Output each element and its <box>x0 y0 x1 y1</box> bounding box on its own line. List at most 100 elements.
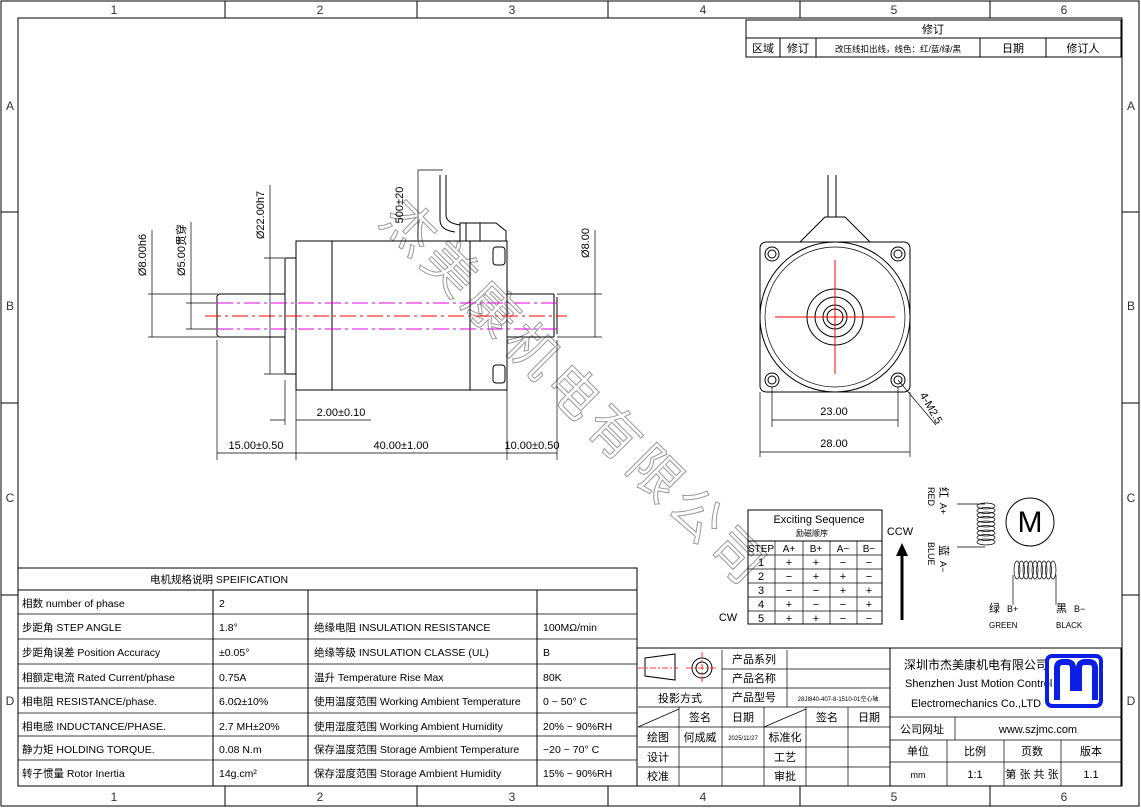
spec-cell: 14g.cm² <box>219 768 257 780</box>
projection-symbol-icon <box>638 652 718 684</box>
svg-text:投影方式: 投影方式 <box>658 691 702 705</box>
sequence-cell: − <box>840 613 846 625</box>
svg-text:版本: 版本 <box>1080 744 1102 758</box>
svg-text:单位: 单位 <box>907 744 929 758</box>
spec-cell: 2 <box>219 598 225 610</box>
svg-text:C: C <box>1127 491 1136 505</box>
motor-symbol <box>1005 497 1055 547</box>
svg-text:校准: 校准 <box>647 769 669 783</box>
svg-text:4-M2.5: 4-M2.5 <box>917 391 945 427</box>
sequence-cell: − <box>840 557 846 569</box>
svg-text:公司网址: 公司网址 <box>900 722 944 736</box>
spec-cell: 相电阻 RESISTANCE/phase. <box>22 695 157 708</box>
svg-text:A+: A+ <box>938 503 948 514</box>
svg-text:B: B <box>1127 299 1135 313</box>
svg-text:2: 2 <box>317 790 324 804</box>
svg-text:日期: 日期 <box>732 711 754 724</box>
svg-text:1: 1 <box>111 790 118 804</box>
svg-text:签名: 签名 <box>816 710 838 724</box>
svg-text:GREEN: GREEN <box>989 621 1018 630</box>
svg-text:B+: B+ <box>1007 604 1018 614</box>
svg-text:Electromechanics Co.,LTD: Electromechanics Co.,LTD <box>911 698 1041 710</box>
svg-text:CW: CW <box>719 612 738 624</box>
svg-text:电机规格说明 SPEIFICATION: 电机规格说明 SPEIFICATION <box>150 573 288 586</box>
spec-cell: 静力矩 HOLDING TORQUE. <box>22 743 155 756</box>
spec-cell: 相数 number of phase <box>22 597 125 610</box>
svg-text:10.00±0.50: 10.00±0.50 <box>505 440 560 452</box>
svg-text:第 张 共 张: 第 张 共 张 <box>1005 767 1058 781</box>
sequence-cell: + <box>840 571 846 583</box>
svg-text:3: 3 <box>509 790 516 804</box>
spec-cell: 0.08 N.m <box>219 744 262 756</box>
svg-text:区域: 区域 <box>752 42 774 55</box>
svg-text:修订: 修订 <box>787 41 809 55</box>
sequence-cell: − <box>813 599 819 611</box>
svg-text:B−: B− <box>1074 604 1085 614</box>
sequence-cell: − <box>786 571 792 583</box>
svg-text:改压线扣出线，线色：红/蓝/绿/黑: 改压线扣出线，线色：红/蓝/绿/黑 <box>835 44 962 54</box>
svg-text:5: 5 <box>891 790 898 804</box>
svg-text:日期: 日期 <box>1002 42 1024 55</box>
svg-text:页数: 页数 <box>1021 745 1043 758</box>
sequence-cell: 2 <box>758 571 764 583</box>
svg-text:C: C <box>6 491 15 505</box>
svg-text:4: 4 <box>700 790 707 804</box>
spec-cell: 温升 Temperature Rise Max <box>314 672 444 684</box>
spec-cell: 步距角 STEP ANGLE <box>22 622 122 634</box>
svg-text:D: D <box>1127 694 1136 708</box>
spec-cell: 20% ~ 90%RH <box>543 721 612 733</box>
sequence-cell: − <box>813 585 819 597</box>
svg-text:4: 4 <box>700 3 707 17</box>
sequence-cell: + <box>786 613 792 625</box>
spec-cell: 相额定电流 Rated Current/phase <box>22 671 175 684</box>
svg-text:B: B <box>6 299 14 313</box>
direction-arrows: CCW CW <box>719 526 914 624</box>
svg-text:28.00: 28.00 <box>820 438 848 450</box>
svg-text:Ø22.00h7: Ø22.00h7 <box>255 191 267 239</box>
svg-text:3: 3 <box>509 3 516 17</box>
spec-cell: 100MΩ/min <box>543 622 597 634</box>
svg-text:设计: 设计 <box>647 751 669 764</box>
spec-cell: 绝缘等级 INSULATION CLASSE (UL) <box>314 646 489 659</box>
sequence-cell: + <box>840 585 846 597</box>
spec-cell: B <box>543 647 550 659</box>
svg-text:M: M <box>1018 506 1043 539</box>
spec-cell: 步距角误差 Position Accuracy <box>22 646 161 659</box>
svg-text:工艺: 工艺 <box>774 751 796 764</box>
svg-text:BLUE: BLUE <box>926 542 936 566</box>
sequence-cell: 1 <box>758 557 764 569</box>
svg-text:励磁顺序: 励磁顺序 <box>796 528 828 538</box>
svg-text:6: 6 <box>1061 790 1068 804</box>
wiring-diagram: M RED 红 A+ BLUE 蓝 A− 绿 B+ GREEN 黑 B− BLA… <box>926 487 1085 630</box>
svg-text:何成威: 何成威 <box>684 731 717 744</box>
svg-text:黑: 黑 <box>1056 602 1067 615</box>
sequence-header: A− <box>837 544 850 555</box>
svg-text:2: 2 <box>317 3 324 17</box>
sequence-cell: + <box>813 557 819 569</box>
svg-text:绘图: 绘图 <box>647 730 669 744</box>
sequence-cell: + <box>813 571 819 583</box>
svg-text:40.00±1.00: 40.00±1.00 <box>374 440 429 452</box>
sequence-cell: + <box>813 613 819 625</box>
svg-text:CCW: CCW <box>887 526 914 538</box>
svg-text:2025/11/27: 2025/11/27 <box>728 736 758 742</box>
spec-cell: 相电感 INDUCTANCE/PHASE. <box>22 720 166 733</box>
spec-cell: −20 ~ 70° C <box>543 744 600 756</box>
sequence-header: B− <box>863 544 876 555</box>
company-logo <box>1045 654 1103 708</box>
sequence-header: A+ <box>783 544 796 555</box>
spec-cell: 0 ~ 50° C <box>543 696 588 708</box>
svg-text:Ø5.00贯穿: Ø5.00贯穿 <box>174 224 188 276</box>
spec-cell: 15% ~ 90%RH <box>543 768 612 780</box>
spec-cell: 2.7 MH±20% <box>219 721 280 733</box>
svg-text:蓝: 蓝 <box>937 545 950 556</box>
sequence-cell: − <box>866 613 872 625</box>
svg-text:A: A <box>6 99 14 113</box>
exciting-sequence-table: Exciting Sequence 励磁顺序 <box>747 509 883 625</box>
svg-text:28JI840-407-8-1510-01空心轴: 28JI840-407-8-1510-01空心轴 <box>798 695 879 703</box>
sequence-cell: − <box>866 571 872 583</box>
side-view-dimensions: Ø8.00h6 Ø5.00贯穿 Ø22.00h7 500±20 Ø8.00 2.… <box>137 169 602 460</box>
sequence-header: STEP <box>748 544 774 555</box>
